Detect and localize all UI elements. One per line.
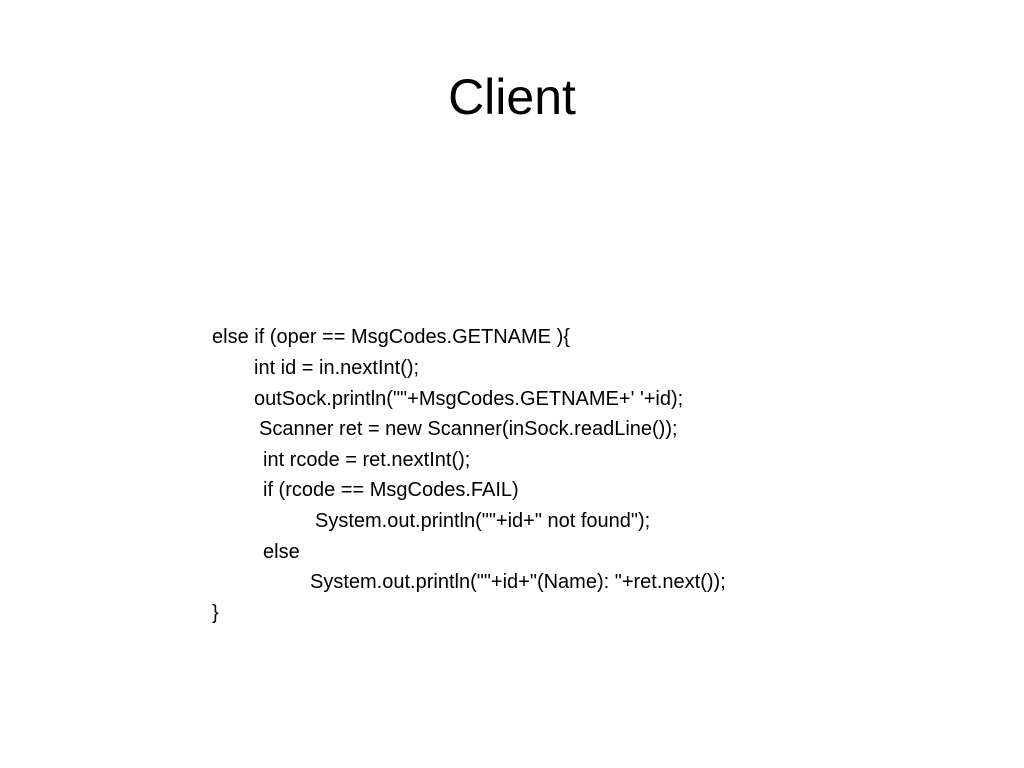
code-line: int id = in.nextInt(); bbox=[254, 357, 420, 379]
code-line: else if (oper == MsgCodes.GETNAME ){ bbox=[212, 326, 570, 348]
code-line: System.out.println(""+id+" not found"); bbox=[315, 510, 651, 532]
slide-title: Client bbox=[448, 69, 576, 125]
code-block: else if (oper == MsgCodes.GETNAME ){ int… bbox=[0, 322, 1024, 642]
code-line: Scanner ret = new Scanner(inSock.readLin… bbox=[259, 418, 678, 440]
code-line: System.out.println(""+id+"(Name): "+ret.… bbox=[310, 571, 726, 593]
code-line: } bbox=[212, 602, 219, 624]
code-line: outSock.println(""+MsgCodes.GETNAME+' '+… bbox=[254, 388, 684, 410]
code-line: if (rcode == MsgCodes.FAIL) bbox=[263, 479, 519, 501]
code-line: int rcode = ret.nextInt(); bbox=[263, 449, 471, 471]
code-line: else bbox=[263, 541, 300, 563]
